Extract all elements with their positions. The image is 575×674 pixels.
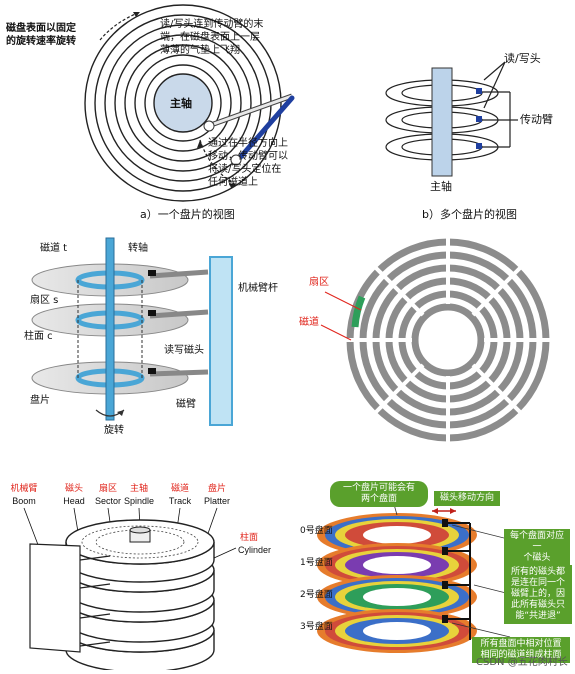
panel-sector-track: 扇区 磁道 <box>295 232 575 442</box>
rotate-label: 旋转 <box>104 425 124 436</box>
cylinder-label: 柱面 c <box>24 331 53 342</box>
move-direction-label: 磁头移动方向 <box>434 491 501 506</box>
single-platter-diagram <box>84 4 295 202</box>
spindle-label-b: 主轴 <box>430 180 452 193</box>
bubble-two-surfaces: 一个盘片可能会有两个盘面 <box>330 481 428 507</box>
hdd-stack-drawing <box>23 507 237 670</box>
actuator-arm <box>235 95 295 163</box>
head-label: 读/写头 <box>504 52 541 65</box>
panel-cylinder-3d: 磁道 t 转轴 机械臂杆 扇区 s 柱面 c 读写磁头 盘片 磁臂 旋转 <box>0 232 290 442</box>
watermark: CSDN @五花肉村长 <box>476 657 568 668</box>
caption-a: a）一个盘片的视图 <box>140 208 235 221</box>
note-one-head-per-surface: 每个盘面对应一个磁头 <box>504 529 570 566</box>
arm2-label: 磁臂 <box>176 399 196 410</box>
cylinder-label-en: Cylinder <box>238 545 272 555</box>
caption-b: b）多个盘片的视图 <box>422 208 517 221</box>
sector-label: 扇区 s <box>30 295 59 306</box>
surface-1-label: 1号盘面 <box>300 558 333 568</box>
multi-platter-diagram <box>385 61 518 177</box>
surface-0-label: 0号盘面 <box>300 526 333 536</box>
sector-track-diagram <box>320 237 551 442</box>
actuator-post <box>209 256 233 426</box>
cylinder-diagram <box>31 237 233 426</box>
arm-note: 通过在半径方向上移动，传动臂可以将读/写头定位在任何磁道上 <box>208 138 288 188</box>
spindle-label-c: 转轴 <box>128 243 148 254</box>
platter-2 <box>317 575 477 619</box>
platter-label: 盘片 <box>30 395 50 406</box>
surfaces-diagram <box>317 496 525 653</box>
spindle-rod <box>105 237 115 421</box>
arm-rod-label: 机械臂杆 <box>238 283 278 294</box>
sector-label-d: 扇区 <box>309 277 329 288</box>
head-note: 读/写头连到传动臂的末端，在磁盘表面上一层薄薄的气垫上飞翔 <box>160 19 264 56</box>
head-label-c: 读写磁头 <box>164 345 204 356</box>
spindle-shaft <box>431 67 453 177</box>
arm-label: 传动臂 <box>520 113 553 126</box>
panel-multi-platter: 读/写头 传动臂 主轴 b）多个盘片的视图 <box>370 40 575 225</box>
surface-2-label: 2号盘面 <box>300 590 333 600</box>
note-shared-arm: 所有的磁头都是连在同一个磁臂上的，因此所有磁头只能“共进退” <box>504 565 572 624</box>
highlighted-sector <box>351 295 366 328</box>
spindle-hub <box>153 73 213 133</box>
cylinder-label-cn: 柱面 <box>240 533 259 543</box>
platter-1 <box>317 543 477 587</box>
panel-single-platter: 磁盘表面以固定的旋转速率旋转 读/写头连到传动臂的末端，在磁盘表面上一层薄薄的气… <box>0 0 295 225</box>
spindle-label: 主轴 <box>170 97 192 110</box>
platter-3 <box>317 609 477 653</box>
surface-3-label: 3号盘面 <box>300 622 333 632</box>
panel-surfaces: 一个盘片可能会有两个盘面 磁头移动方向 每个盘面对应一个磁头 所有的磁头都是连在… <box>292 465 575 674</box>
note-cylinder: 所有盘面中相对位置相同的磁道组成柱面 <box>472 637 570 663</box>
rotation-note: 磁盘表面以固定的旋转速率旋转 <box>6 23 76 47</box>
track-label-d: 磁道 <box>299 317 319 328</box>
track-label: 磁道 t <box>40 243 68 254</box>
